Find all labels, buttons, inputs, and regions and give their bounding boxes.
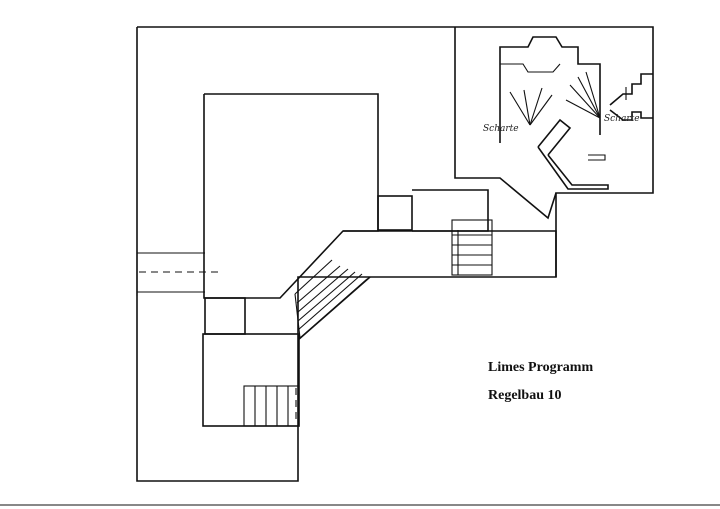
upper-stair-room-wall: [412, 189, 489, 232]
lower-stair-treads: [254, 386, 297, 426]
connector-room: [377, 195, 413, 231]
diagonal-stair: [294, 259, 368, 339]
lock-room: [204, 297, 246, 335]
outer-wall: [136, 26, 654, 482]
right-embrasure: [609, 73, 653, 121]
casemate-chamber: [499, 36, 609, 190]
lower-room-wall: [202, 333, 300, 427]
right-loophole-label: Scharte: [604, 114, 640, 124]
diagonal-corridor: [297, 230, 557, 341]
casemate-outer-wall: [454, 27, 557, 220]
upper-stair-box: [451, 219, 493, 276]
upper-stair-treads: [452, 230, 492, 275]
plan-program-title: Limes Programm: [488, 360, 594, 375]
fire-arrows: [509, 71, 601, 126]
left-loophole-label: Scharte: [483, 124, 519, 134]
lower-stair-box: [243, 385, 300, 427]
plan-type-title: Regelbau 10: [488, 388, 562, 403]
left-entry-passage: [136, 250, 222, 296]
main-room-wall: [203, 93, 379, 299]
